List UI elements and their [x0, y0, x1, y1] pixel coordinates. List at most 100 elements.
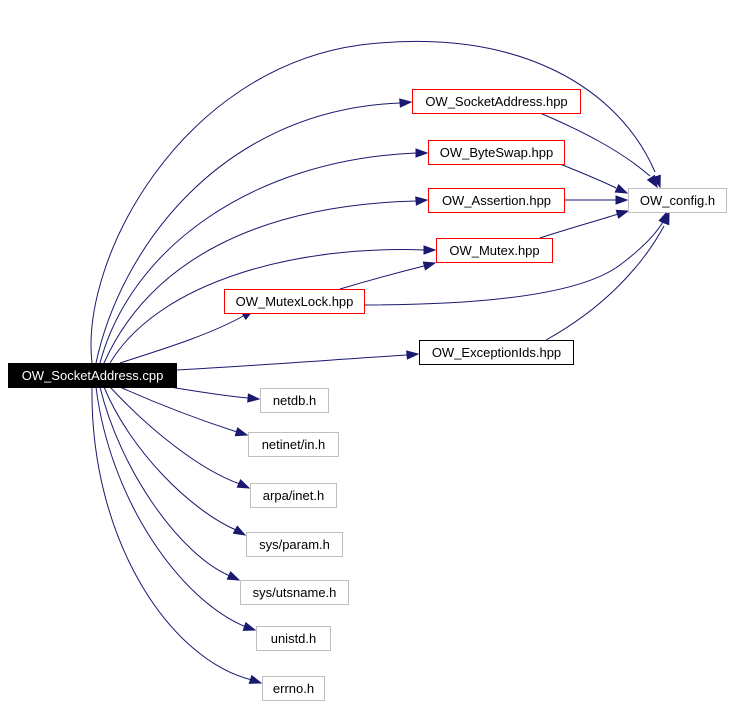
edge-line: [339, 265, 425, 290]
edge-root-to-socketaddress_hpp: [95, 98, 413, 364]
arrowhead: [242, 621, 257, 631]
edge-line: [119, 314, 246, 364]
node-socketaddress-hpp[interactable]: OW_SocketAddress.hpp: [412, 89, 581, 114]
edge-line: [99, 386, 231, 577]
edge-line: [169, 386, 249, 399]
node-label: OW_Assertion.hpp: [442, 193, 551, 208]
edge-mutex_hpp-to-config_h: [539, 209, 630, 239]
edge-root-to-netinet_in_h: [119, 386, 249, 437]
node-unistd-h: unistd.h: [256, 626, 331, 651]
node-netdb-h: netdb.h: [260, 388, 329, 413]
node-box: [260, 388, 329, 413]
node-box: [628, 188, 727, 213]
edge-mutexlock_hpp-to-mutex_hpp: [339, 261, 437, 290]
node-exceptionids-hpp[interactable]: OW_ExceptionIds.hpp: [419, 340, 574, 365]
arrowhead: [615, 209, 630, 219]
node-label: OW_SocketAddress.hpp: [425, 94, 567, 109]
node-box: [412, 89, 581, 114]
edge-socketaddress_hpp-to-config_h: [539, 112, 658, 189]
edge-root-to-sys_param_h: [103, 386, 247, 536]
edge-line: [95, 386, 247, 628]
node-box: [428, 140, 565, 165]
arrowhead: [232, 525, 247, 536]
arrowhead: [423, 245, 437, 255]
edge-root-to-mutex_hpp: [109, 245, 437, 364]
edges-layer: [90, 40, 670, 684]
node-label: OW_Mutex.hpp: [449, 243, 539, 258]
edge-root-to-sys_utsname_h: [99, 386, 241, 581]
node-box: [248, 432, 339, 457]
node-label: OW_MutexLock.hpp: [236, 294, 354, 309]
edge-line: [103, 386, 237, 531]
arrowhead: [422, 261, 437, 271]
node-box: [224, 289, 365, 314]
arrowhead: [234, 427, 249, 437]
node-box: [250, 483, 337, 508]
edge-line: [119, 386, 238, 433]
arrowhead: [236, 479, 251, 489]
node-arpa-inet-h: arpa/inet.h: [250, 483, 337, 508]
node-sys-utsname-h: sys/utsname.h: [240, 580, 349, 605]
node-label: OW_ExceptionIds.hpp: [432, 345, 561, 360]
arrowhead: [615, 195, 629, 205]
arrowhead: [614, 183, 629, 194]
edge-line: [95, 102, 401, 364]
node-box: [419, 340, 574, 365]
edge-line: [539, 112, 651, 177]
node-label: netdb.h: [273, 393, 316, 408]
node-box: [428, 188, 565, 213]
edge-root-to-arpa_inet_h: [109, 386, 251, 489]
arrowhead: [226, 571, 241, 581]
edge-byteswap_hpp-to-config_h: [559, 163, 629, 194]
nodes-layer: OW_SocketAddress.cpp OW_SocketAddress.hpp…: [8, 89, 727, 701]
edge-line: [91, 386, 253, 681]
edge-line: [99, 152, 417, 364]
edge-line: [109, 249, 425, 364]
node-label: netinet/in.h: [262, 437, 326, 452]
node-box: [8, 363, 177, 388]
edge-line: [175, 354, 408, 371]
edge-line: [363, 221, 664, 306]
edge-line: [539, 213, 619, 239]
arrowhead: [406, 350, 420, 360]
node-label: arpa/inet.h: [263, 488, 324, 503]
node-label: sys/param.h: [259, 537, 330, 552]
node-mutexlock-hpp[interactable]: OW_MutexLock.hpp: [224, 289, 365, 314]
edge-root-to-errno_h: [91, 386, 263, 684]
node-box: [246, 532, 343, 557]
edge-line: [103, 200, 417, 364]
node-box: [256, 626, 331, 651]
node-sys-param-h: sys/param.h: [246, 532, 343, 557]
edge-line: [90, 40, 656, 364]
edge-root-to-assertion_hpp: [103, 196, 429, 364]
node-box: [262, 676, 325, 701]
node-label: sys/utsname.h: [253, 585, 337, 600]
edge-root-to-mutexlock_hpp: [119, 309, 255, 364]
arrowhead: [247, 393, 261, 403]
node-byteswap-hpp[interactable]: OW_ByteSwap.hpp: [428, 140, 565, 165]
edge-root-to-unistd_h: [95, 386, 257, 631]
edge-line: [109, 386, 241, 485]
node-label: unistd.h: [271, 631, 317, 646]
node-config-h: OW_config.h: [628, 188, 727, 213]
edge-exceptionids_hpp-to-config_h: [545, 211, 670, 341]
arrowhead: [415, 148, 429, 158]
arrowhead: [646, 174, 658, 189]
edge-assertion_hpp-to-config_h: [564, 195, 629, 205]
node-box: [436, 238, 553, 263]
edge-line: [545, 225, 665, 341]
edge-line: [559, 163, 617, 189]
node-label: OW_SocketAddress.cpp: [22, 368, 164, 383]
node-label: OW_ByteSwap.hpp: [440, 145, 553, 160]
node-label: OW_config.h: [640, 193, 715, 208]
node-mutex-hpp[interactable]: OW_Mutex.hpp: [436, 238, 553, 263]
arrowhead: [399, 98, 413, 108]
node-root[interactable]: OW_SocketAddress.cpp: [8, 363, 177, 388]
node-assertion-hpp[interactable]: OW_Assertion.hpp: [428, 188, 565, 213]
node-box: [240, 580, 349, 605]
arrowhead: [660, 211, 670, 226]
arrowhead: [415, 196, 429, 206]
arrowhead: [248, 674, 263, 684]
edge-root-to-byteswap_hpp: [99, 148, 429, 364]
